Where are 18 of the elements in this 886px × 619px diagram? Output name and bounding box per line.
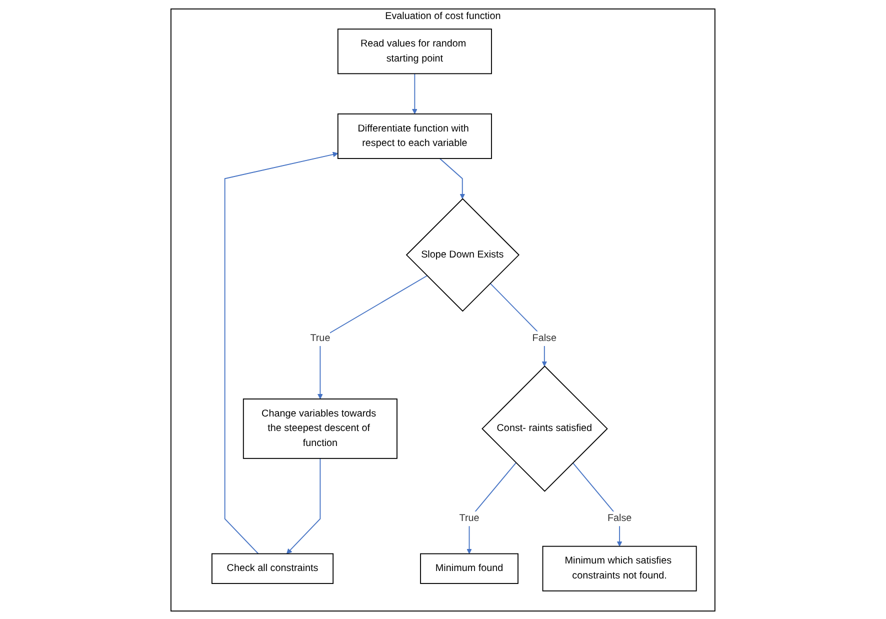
edge-label: True (310, 332, 330, 344)
node-box: Differentiate function with respect to each variable (338, 112, 492, 158)
arrow (466, 462, 516, 554)
node-box: Minimum which satisfies constraints not found. (542, 545, 697, 591)
edge-label: False (608, 512, 632, 524)
node-box: Change variables towards the steepest descent of function (243, 398, 398, 458)
arrow (412, 72, 418, 114)
arrow (439, 158, 466, 198)
edge-label: True (459, 512, 480, 524)
arrow (224, 151, 338, 554)
edge-label: False (532, 332, 557, 344)
arrow (286, 457, 321, 554)
node-box: Read values for random starting point (338, 28, 492, 74)
arrow (318, 274, 428, 399)
node-box: Check all constraints (212, 552, 334, 584)
node-box: Minimum found (420, 552, 519, 584)
node-diamond: Slope Down Exists (406, 198, 520, 312)
node-diamond: Const- raints satisfied (482, 365, 608, 492)
